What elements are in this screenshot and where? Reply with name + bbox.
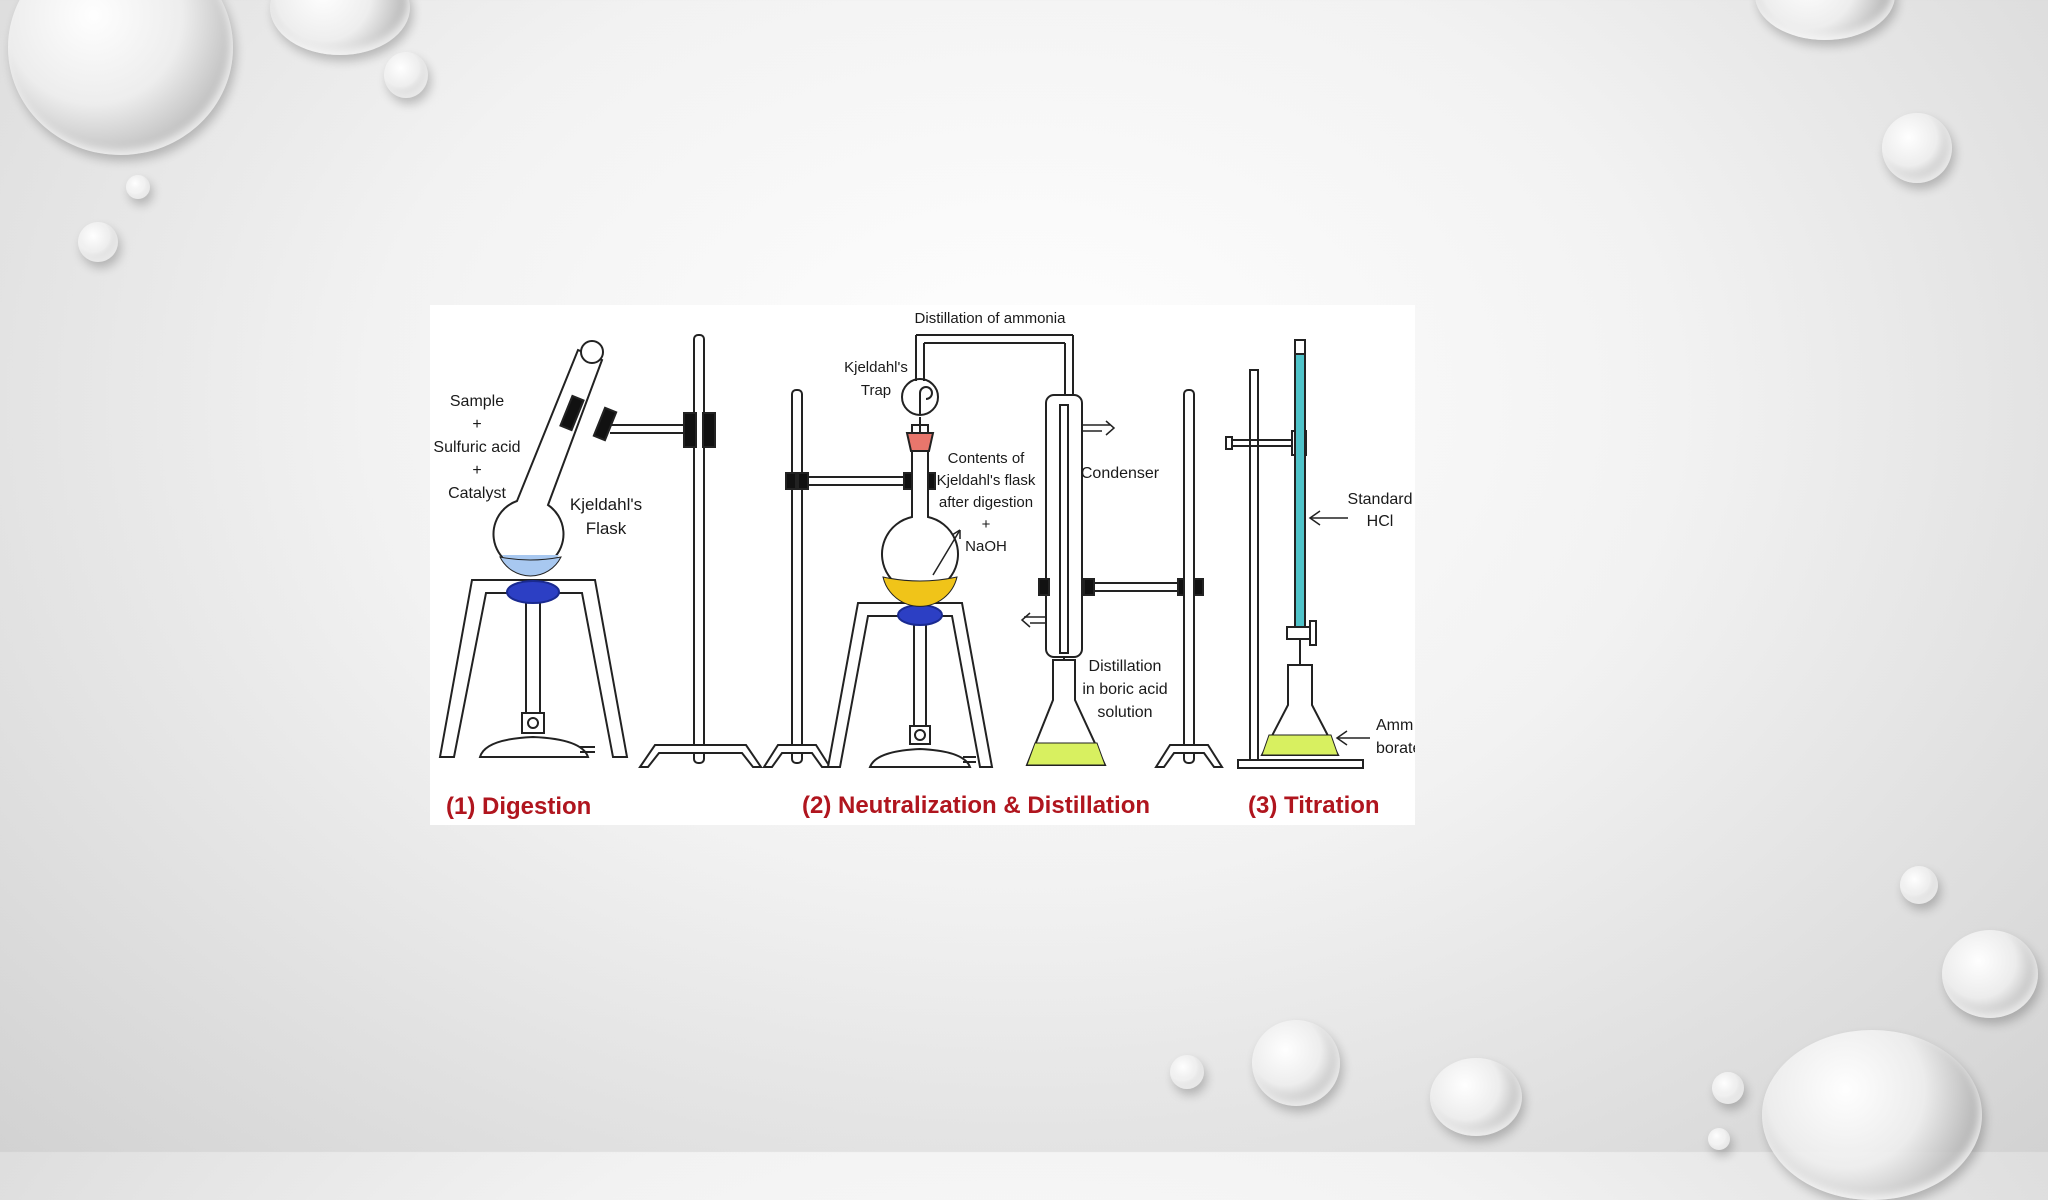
retort-stand-rod <box>1183 389 1195 764</box>
water-drop <box>1712 1072 1744 1104</box>
label-standard-hcl-line1: Standard <box>1348 491 1413 508</box>
tripod-stand <box>826 602 994 768</box>
caption-digestion: (1) Digestion <box>446 793 591 820</box>
label-contents-plus: + <box>982 516 991 533</box>
retort-stand-rod <box>791 389 803 764</box>
burner-valve <box>521 712 545 734</box>
label-sample: Sample <box>450 393 504 410</box>
boric-acid-liquid <box>1026 742 1106 766</box>
water-drop <box>1882 113 1952 183</box>
naoh-mixture-liquid <box>882 576 958 607</box>
label-contents-line3: after digestion <box>939 494 1033 511</box>
water-drop <box>270 0 410 55</box>
caption-titration: (3) Titration <box>1248 792 1380 819</box>
water-drop <box>1900 866 1938 904</box>
label-kjeldahl-flask-line1: Kjeldahl's <box>570 495 642 514</box>
caption-neutralization-distillation: (2) Neutralization & Distillation <box>802 792 1150 819</box>
water-drop <box>126 175 150 199</box>
trap-stopper <box>905 432 935 452</box>
label-naoh: NaOH <box>965 538 1007 555</box>
burner-base <box>478 735 590 758</box>
water-drop <box>8 0 233 155</box>
water-drop <box>1762 1030 1982 1200</box>
label-kjeldahl-trap-line2: Trap <box>861 382 891 399</box>
label-condenser: Condenser <box>1081 465 1160 482</box>
water-drop <box>1755 0 1895 40</box>
label-kjeldahl-trap-line1: Kjeldahl's <box>844 359 908 376</box>
label-contents-line1: Contents of <box>948 450 1026 467</box>
burette <box>1294 339 1306 631</box>
titration-stand-rod <box>1249 369 1259 763</box>
label-boric-line2: in boric acid <box>1082 681 1167 698</box>
label-kjeldahl-flask-line2: Flask <box>586 519 627 538</box>
water-drop <box>78 222 118 262</box>
label-contents-line2: Kjeldahl's flask <box>937 472 1036 489</box>
burner-flame <box>506 580 560 604</box>
burner-tube <box>525 592 541 714</box>
water-drop <box>1430 1058 1522 1136</box>
titration-stand-base <box>1237 759 1364 769</box>
sulfuric-acid-liquid <box>499 556 562 577</box>
label-sulfuric-acid: Sulfuric acid <box>433 439 520 456</box>
burner-flame <box>897 604 943 626</box>
retort-stand-rod <box>693 334 705 764</box>
water-drop <box>384 52 428 98</box>
retort-stand-base <box>638 744 763 768</box>
water-drop <box>1708 1128 1730 1150</box>
kjeldahl-diagram: Sample + Sulfuric acid + Catalyst Kjelda… <box>430 305 1415 825</box>
label-standard-hcl-line2: HCl <box>1367 513 1394 530</box>
label-catalyst: Catalyst <box>448 485 506 502</box>
label-distillation-of-ammonia: Distillation of ammonia <box>915 310 1067 327</box>
ammonium-borate-liquid <box>1261 734 1339 756</box>
water-drop <box>1252 1020 1340 1106</box>
label-boric-line3: solution <box>1097 704 1152 721</box>
label-ammonium-line1: Amm <box>1376 717 1413 734</box>
label-ammonium-line2: borate <box>1376 740 1415 757</box>
label-plus: + <box>472 462 481 479</box>
flask-clamp <box>559 394 585 432</box>
label-boric-line1: Distillation <box>1089 658 1162 675</box>
water-drop <box>1170 1055 1204 1089</box>
label-plus: + <box>472 416 481 433</box>
kjeldahl-diagram-svg: Sample + Sulfuric acid + Catalyst Kjelda… <box>433 310 1415 820</box>
water-drop <box>1942 930 2038 1018</box>
